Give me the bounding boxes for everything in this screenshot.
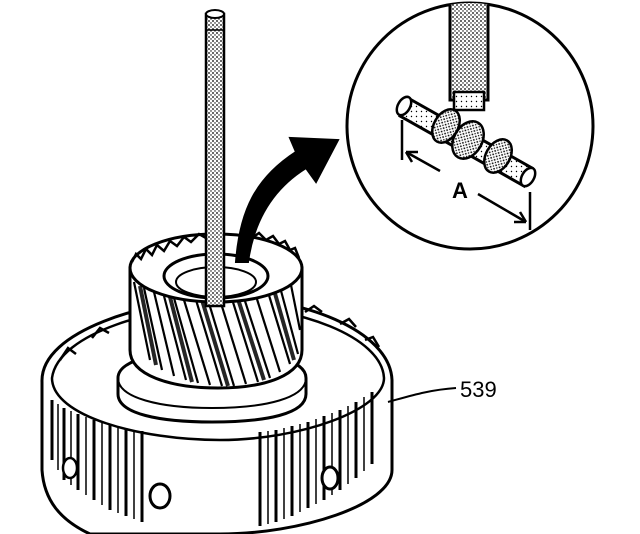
part-callout: 539 xyxy=(387,377,497,403)
cross-pin xyxy=(395,95,537,189)
dimension-label: A xyxy=(452,178,468,203)
dimension-a xyxy=(400,120,532,230)
threaded-rod xyxy=(204,9,226,308)
part-number-label: 539 xyxy=(460,377,497,402)
curved-arrow-icon xyxy=(234,136,340,263)
detail-view: A xyxy=(345,1,595,251)
